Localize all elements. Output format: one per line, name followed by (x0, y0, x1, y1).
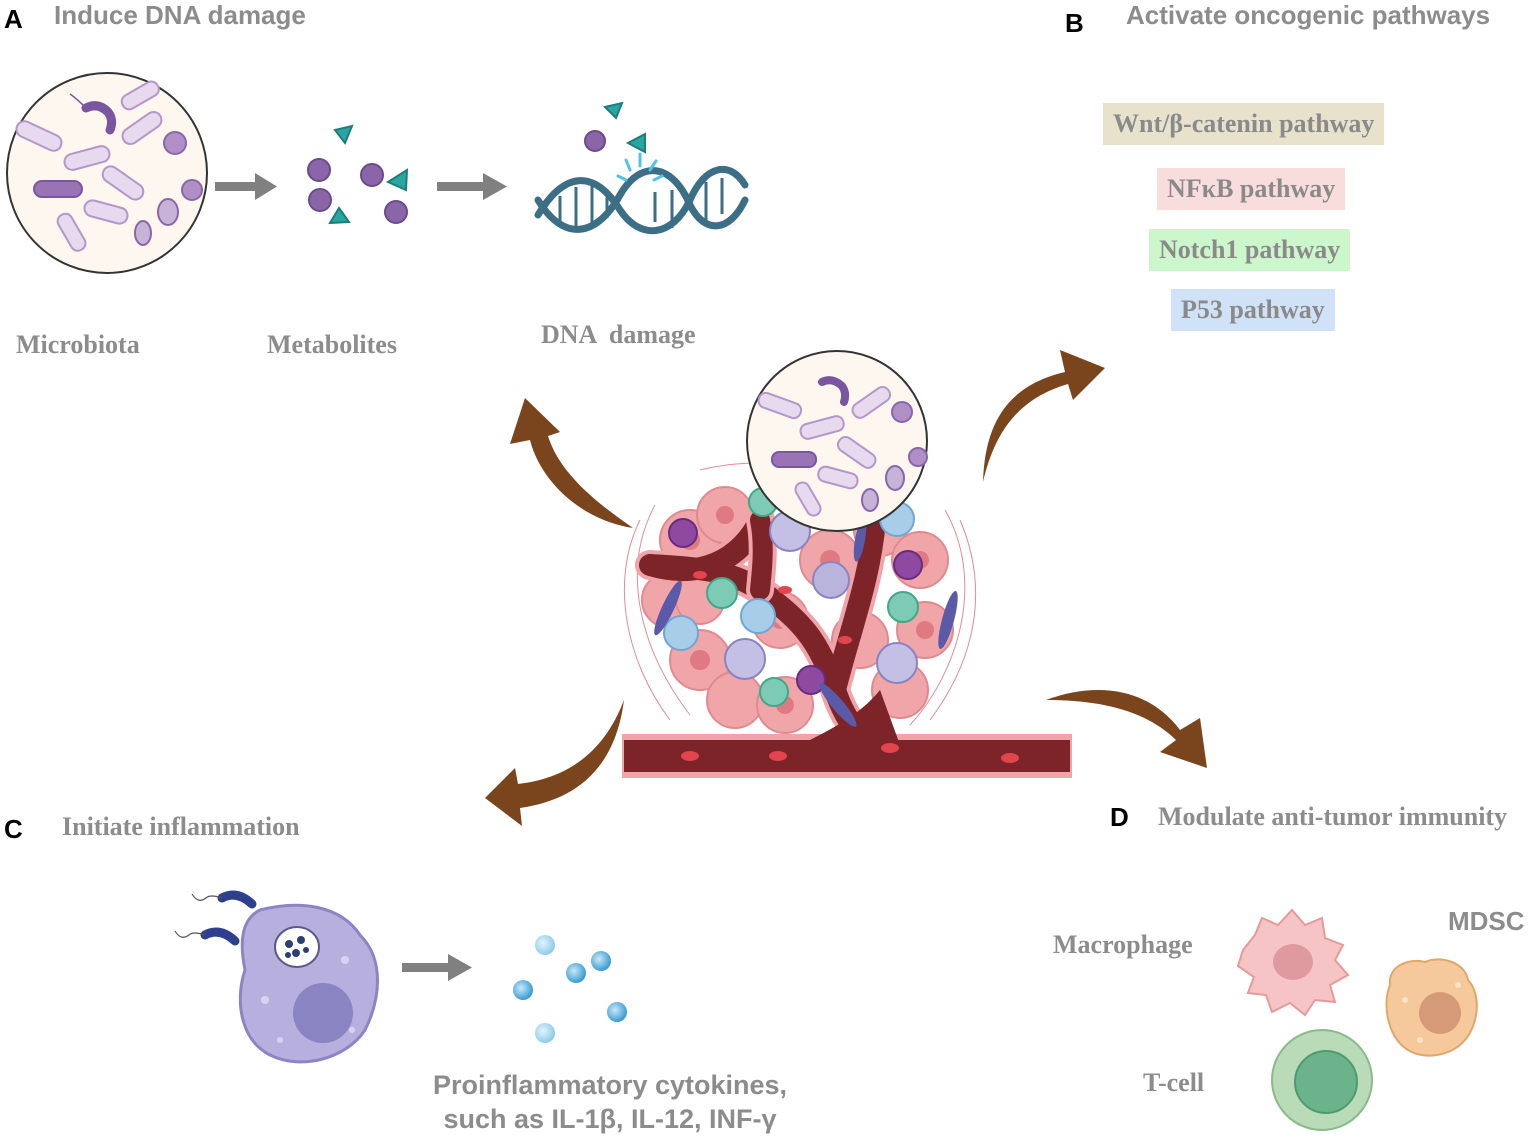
label-dna-damage: DNA damage (541, 320, 696, 349)
cytokines-line-2: such as IL-1β, IL-12, INF-γ (443, 1104, 777, 1134)
pathway-nfkb: NFκB pathway (1157, 168, 1346, 210)
pathway-p53: P53 pathway (1171, 289, 1335, 331)
panel-a-title: Induce DNA damage (54, 0, 306, 30)
t-cell-icon (1271, 1029, 1373, 1131)
panel-d-title: Modulate anti-tumor immunity (1158, 802, 1508, 831)
dna-damage-icon (534, 101, 749, 235)
arrow-to-panel-d (1046, 690, 1207, 768)
pathway-notch1: Notch1 pathway (1149, 229, 1351, 271)
panel-b-letter: B (1065, 8, 1084, 38)
microbiota-icon (6, 72, 208, 274)
brown-arrows (485, 350, 1207, 826)
label-t-cell: T-cell (1143, 1068, 1205, 1097)
panel-c-letter: C (4, 814, 23, 844)
cytokines-icon (513, 935, 627, 1043)
tumor-microbiota-icon (746, 350, 928, 532)
cytokines-line-1: Proinflammatory cytokines, (432, 1070, 788, 1100)
panel-c-title: Initiate inflammation (62, 812, 300, 841)
label-metabolites: Metabolites (267, 330, 397, 359)
arrow-to-panel-c (485, 700, 624, 826)
panel-a-letter: A (4, 4, 23, 34)
immune-cell-icon (174, 890, 379, 1064)
macrophage-icon (1236, 908, 1350, 1017)
label-mdsc: MDSC (1448, 906, 1525, 936)
panel-b-title: Activate oncogenic pathways (1126, 0, 1491, 30)
label-microbiota: Microbiota (16, 330, 140, 359)
label-macrophage: Macrophage (1053, 930, 1193, 959)
tumor-microenvironment-illustration (622, 350, 1072, 778)
mdsc-icon (1385, 958, 1478, 1057)
pathway-wnt: Wnt/β-catenin pathway (1103, 103, 1385, 145)
panel-d-letter: D (1110, 802, 1129, 832)
arrow-cell-to-cytokines (402, 954, 472, 981)
metabolites-icon (307, 124, 409, 225)
arrow-microbiota-to-metabolites (215, 173, 277, 200)
arrow-to-panel-b (983, 350, 1105, 482)
cytokines-label: Proinflammatory cytokines, such as IL-1β… (404, 1068, 816, 1136)
arrow-to-panel-a (510, 398, 633, 528)
arrow-metabolites-to-dna (437, 173, 507, 200)
